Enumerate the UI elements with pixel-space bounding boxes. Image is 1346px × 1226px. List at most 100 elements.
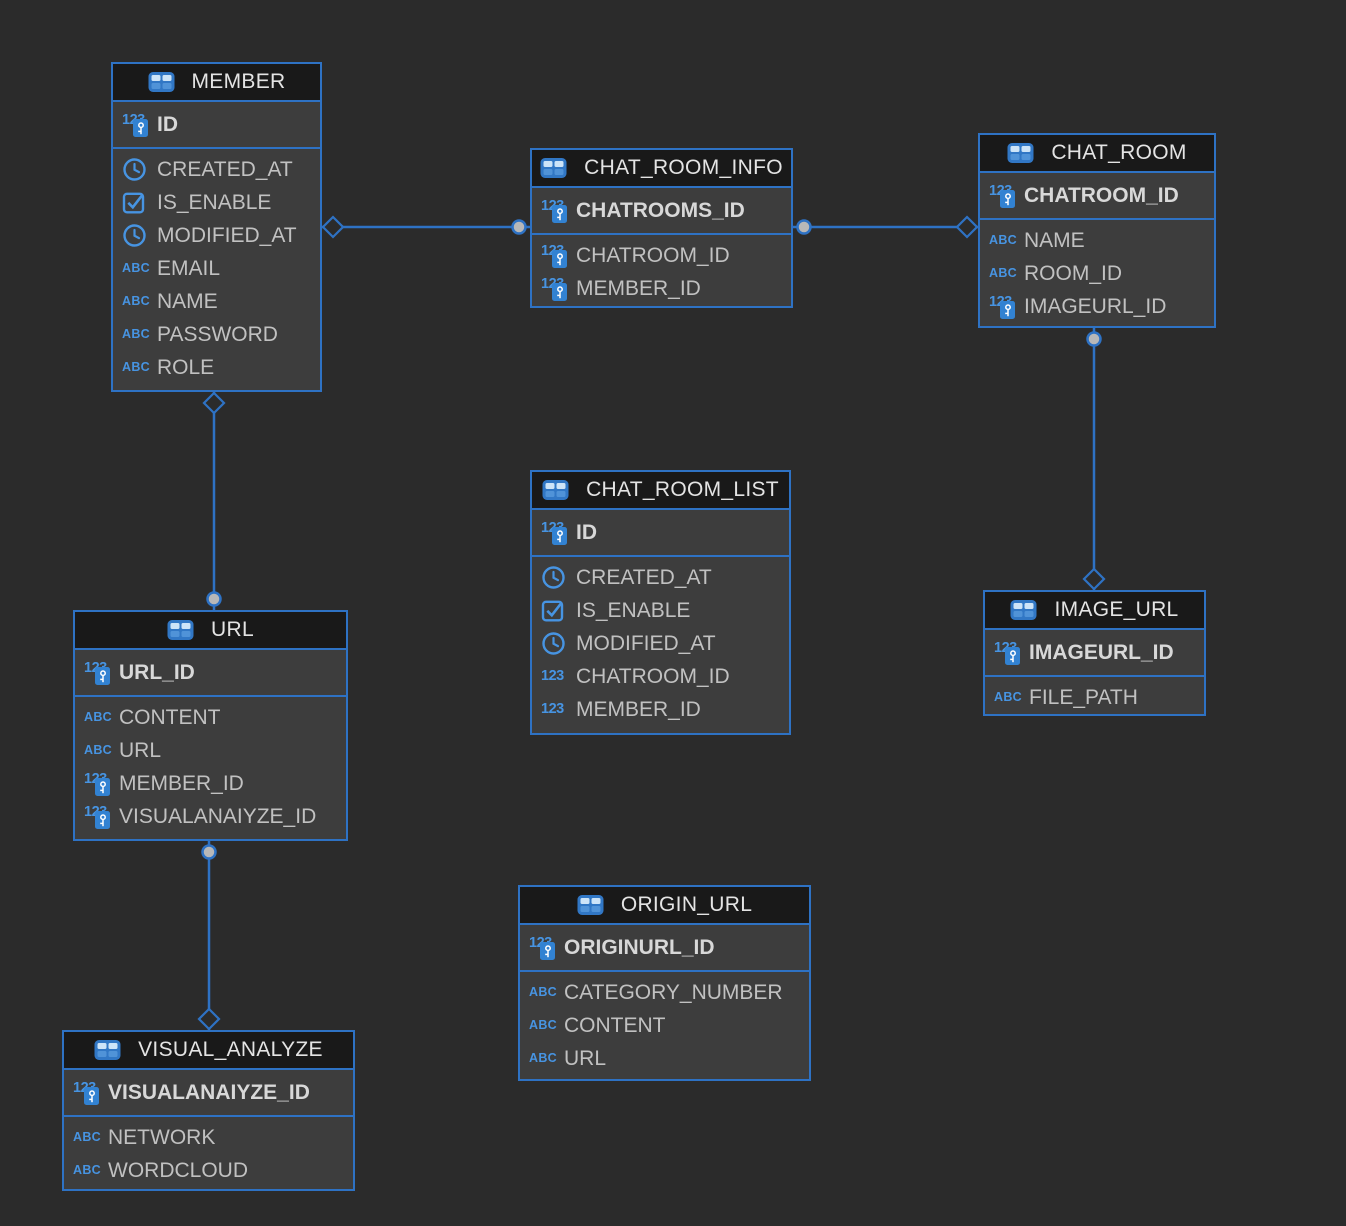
table-header[interactable]: CHAT_ROOM_LIST — [532, 472, 789, 510]
pk-column-row[interactable]: 123ORIGINURL_ID — [520, 928, 809, 967]
pk-column-row[interactable]: 123CHATROOMS_ID — [532, 191, 791, 230]
text-icon: ABC — [994, 690, 1022, 705]
datetime-icon — [541, 565, 576, 590]
table-icon — [1010, 599, 1045, 621]
column-name: EMAIL — [157, 256, 221, 280]
column-row[interactable]: 123IMAGEURL_ID — [980, 290, 1214, 323]
datetime-icon — [122, 157, 157, 182]
table-header[interactable]: CHAT_ROOM_INFO — [532, 150, 791, 188]
column-name: ROLE — [157, 355, 215, 379]
column-name: NETWORK — [108, 1125, 216, 1149]
table-header[interactable]: MEMBER — [113, 64, 320, 102]
diamond-endpoint-icon — [197, 1007, 221, 1031]
table-header[interactable]: CHAT_ROOM — [980, 135, 1214, 173]
key-badge-icon — [552, 250, 567, 268]
column-name: URL — [119, 738, 162, 762]
text-icon: ABC — [989, 266, 1017, 281]
primary-key-section: 123URL_ID — [75, 650, 346, 697]
key-badge-icon — [1000, 301, 1015, 319]
table-title: CHAT_ROOM_INFO — [584, 156, 783, 179]
number-key-icon: 123 — [541, 275, 576, 302]
column-row[interactable]: IS_ENABLE — [113, 186, 320, 219]
column-name: NAME — [1024, 228, 1085, 252]
table-origin_url[interactable]: ORIGIN_URL123ORIGINURL_ID ABCCATEGORY_NUM… — [518, 885, 811, 1081]
column-row[interactable]: MODIFIED_AT — [113, 219, 320, 252]
diamond-endpoint-icon — [1082, 567, 1106, 591]
column-name: ID — [157, 112, 178, 136]
table-header[interactable]: IMAGE_URL — [985, 592, 1204, 630]
table-chat_room_info[interactable]: CHAT_ROOM_INFO 123CHATROOMS_ID 123CHATROOM… — [530, 148, 793, 308]
table-visual_analyze[interactable]: VISUAL_ANALYZE123VISUALANAIYZE_IDABCNETW… — [62, 1030, 355, 1191]
pk-column-row[interactable]: 123IMAGEURL_ID — [985, 633, 1204, 672]
column-row[interactable]: CREATED_AT — [113, 153, 320, 186]
circle-endpoint-icon — [796, 219, 812, 235]
column-name: MODIFIED_AT — [157, 223, 297, 247]
column-name: ID — [576, 520, 597, 544]
table-header[interactable]: ORIGIN_URL — [520, 887, 809, 925]
table-header[interactable]: URL — [75, 612, 346, 650]
number-icon: 123 — [541, 701, 564, 718]
column-name: MEMBER_ID — [119, 771, 244, 795]
pk-column-row[interactable]: 123ID — [532, 513, 789, 552]
primary-key-section: 123ORIGINURL_ID — [520, 925, 809, 972]
relationship-member-url[interactable] — [202, 391, 226, 610]
pk-column-row[interactable]: 123URL_ID — [75, 653, 346, 692]
table-url[interactable]: URL123URL_IDABCCONTENTABCURL123MEMBER_ID… — [73, 610, 348, 841]
number-key-icon: 123 — [73, 1079, 108, 1106]
table-chat_room_list[interactable]: CHAT_ROOM_LIST123IDCREATED_ATIS_ENABLEMO… — [530, 470, 791, 735]
table-icon — [540, 157, 575, 179]
column-name: IMAGEURL_ID — [1029, 640, 1174, 664]
column-row[interactable]: MODIFIED_AT — [532, 627, 789, 660]
relationship-member-chat_room_info[interactable] — [321, 215, 530, 239]
relationship-chat_room_info-chat_room[interactable] — [793, 215, 979, 239]
relationship-url-visual_analyze[interactable] — [197, 841, 221, 1031]
key-badge-icon — [1000, 190, 1015, 208]
datetime-icon — [541, 631, 576, 656]
pk-column-row[interactable]: 123VISUALANAIYZE_ID — [64, 1073, 353, 1112]
datetime-icon — [122, 223, 157, 248]
text-icon: ABC — [529, 1051, 557, 1066]
column-name: VISUALANAIYZE_ID — [108, 1080, 310, 1104]
table-icon — [94, 1039, 129, 1061]
text-icon: ABC — [84, 710, 112, 725]
relationship-chat_room-image_url[interactable] — [1082, 328, 1106, 591]
column-name: IMAGEURL_ID — [1024, 294, 1167, 318]
pk-column-row[interactable]: 123ID — [113, 105, 320, 144]
number-key-icon: 123 — [84, 659, 119, 686]
key-badge-icon — [540, 942, 555, 960]
table-header[interactable]: VISUAL_ANALYZE — [64, 1032, 353, 1070]
number-key-icon: 123 — [989, 182, 1024, 209]
table-chat_room[interactable]: CHAT_ROOM123CHATROOM_IDABCNAMEABCROOM_ID… — [978, 133, 1216, 328]
column-row[interactable]: CREATED_AT — [532, 561, 789, 594]
column-row[interactable]: IS_ENABLE — [532, 594, 789, 627]
table-icon — [577, 894, 612, 916]
key-badge-icon — [552, 205, 567, 223]
column-row[interactable]: 123VISUALANAIYZE_ID — [75, 800, 346, 833]
